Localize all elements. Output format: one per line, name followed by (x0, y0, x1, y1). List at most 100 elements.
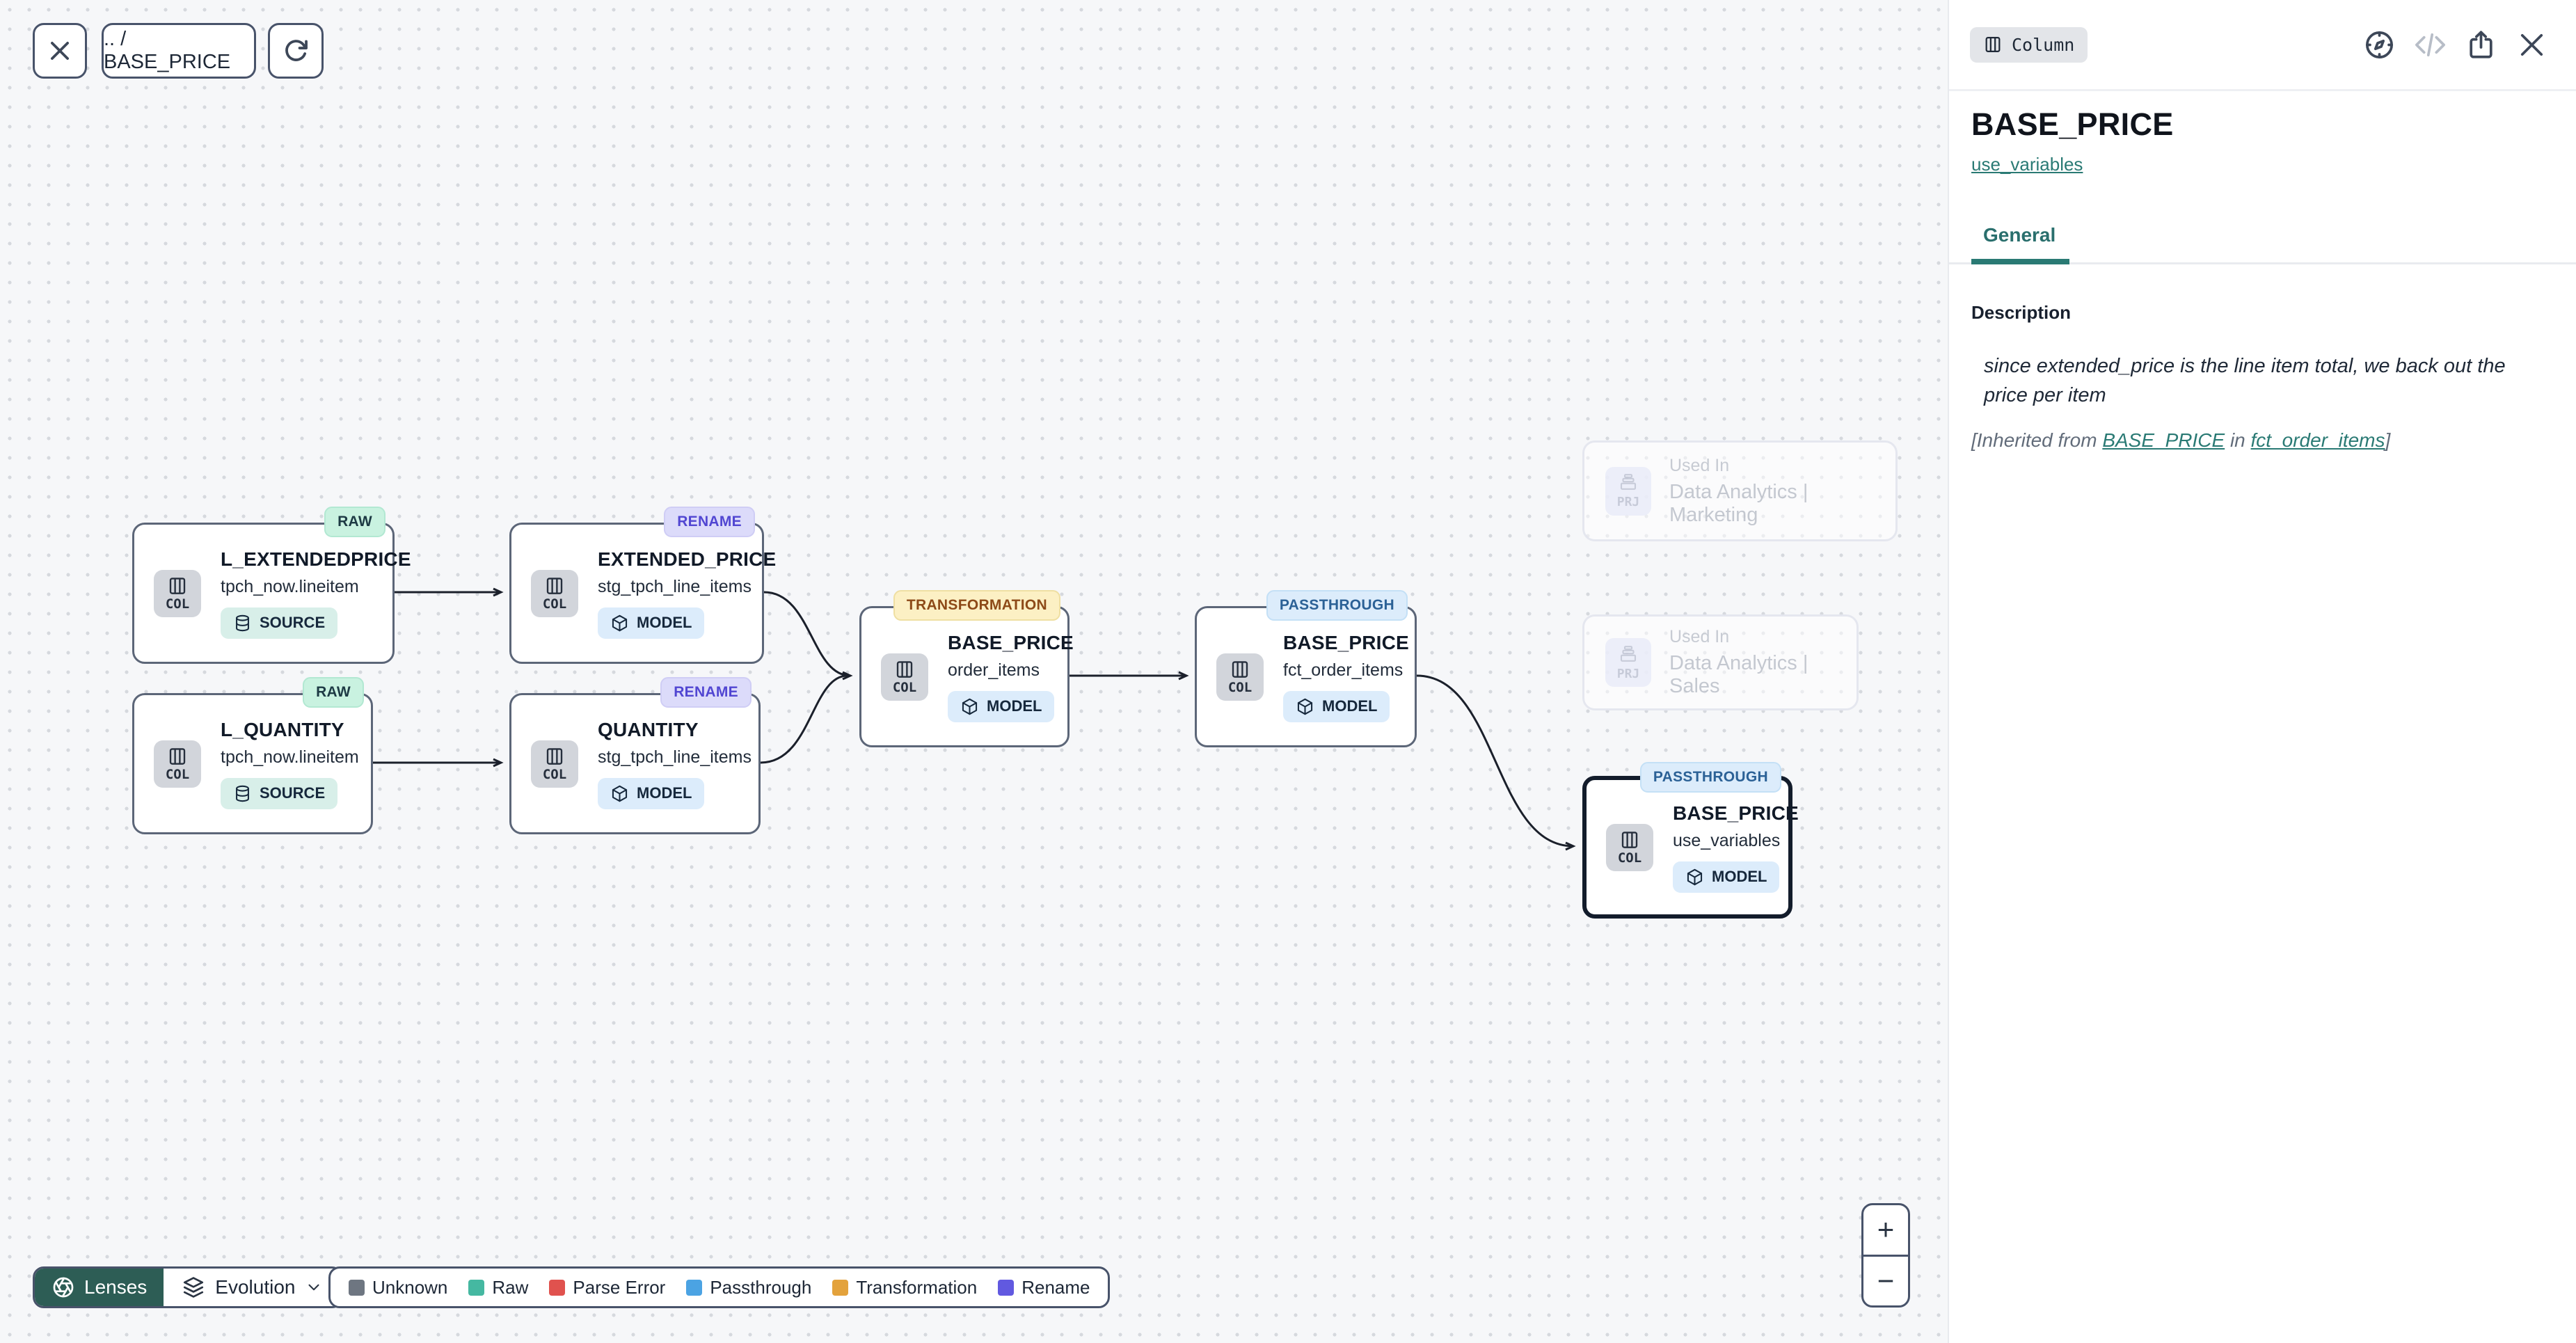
database-icon (236, 614, 249, 631)
zoom-in-button[interactable]: + (1863, 1205, 1908, 1255)
column-kind-box: COL (531, 740, 578, 788)
node-subtitle: fct_order_items (1283, 660, 1404, 680)
node-subtitle: order_items (948, 660, 1040, 680)
inherited-model-link[interactable]: fct_order_items (2250, 429, 2385, 452)
panel-tabs: General (1949, 224, 2576, 264)
chevron-down-icon (308, 1284, 320, 1291)
lineage-node-base-price-fct-order-items[interactable]: PASSTHROUGH COL BASE_PRICE fct_order_ite… (1195, 590, 1417, 747)
explore-lineage-button[interactable] (2363, 29, 2396, 61)
model-link[interactable]: use_variables (1971, 154, 2083, 175)
close-lineage-button[interactable] (33, 23, 87, 79)
layers-icon (184, 1277, 204, 1298)
close-icon (2520, 33, 2543, 56)
columns-icon (546, 748, 563, 765)
legend-swatch (832, 1279, 849, 1296)
columns-icon (1985, 36, 2001, 53)
ghost-label: Used In (1669, 627, 1730, 646)
lineage-node-base-price-order-items[interactable]: TRANSFORMATION COL BASE_PRICE order_item… (859, 590, 1074, 747)
column-kind-box: COL (531, 569, 578, 617)
project-tray-icon (1620, 474, 1637, 490)
legend-item: Passthrough (686, 1277, 811, 1298)
lineage-node-extended-price[interactable]: RENAME COL EXTENDED_PRICE stg_tpch_line_… (509, 507, 776, 664)
node-title: L_QUANTITY (221, 718, 344, 740)
column-detail-panel: Column BASE_PRICE use_variables General … (1948, 0, 2576, 1343)
panel-title: BASE_PRICE (1971, 106, 2174, 142)
description-section: Description since extended_price is the … (1971, 302, 2550, 452)
status-badge: TRANSFORMATION (893, 590, 1060, 621)
node-title: EXTENDED_PRICE (598, 548, 777, 570)
entity-kind-badge: Column (1970, 26, 2088, 63)
node-title: L_EXTENDEDPRICE (221, 548, 411, 570)
column-kind-box: COL (1216, 653, 1264, 701)
columns-icon (546, 578, 563, 594)
breadcrumb[interactable]: .. / BASE_PRICE (102, 23, 256, 79)
node-title: QUANTITY (598, 718, 699, 740)
lineage-node-l-quantity[interactable]: RAW COL L_QUANTITY tpch_now.lineitem SOU… (132, 677, 373, 834)
status-badge: RENAME (660, 677, 752, 708)
status-badge: PASSTHROUGH (1639, 762, 1781, 793)
columns-icon (169, 578, 186, 594)
lens-selector-dropdown[interactable]: Evolution (164, 1269, 342, 1306)
share-icon (2470, 30, 2492, 58)
description-heading: Description (1971, 302, 2072, 323)
description-inherited-note: [Inherited from BASE_PRICE in fct_order_… (1971, 429, 2391, 452)
legend-item: Raw (468, 1277, 528, 1298)
share-button[interactable] (2465, 29, 2497, 61)
node-title: BASE_PRICE (1673, 802, 1799, 824)
column-kind-box: COL (881, 653, 928, 701)
cube-icon (612, 785, 628, 802)
lenses-bar: Lenses Evolution (33, 1266, 344, 1308)
entity-type-badge: MODEL (948, 690, 1055, 722)
entity-type-badge: MODEL (598, 777, 705, 809)
lineage-node-quantity[interactable]: RENAME COL QUANTITY stg_tpch_line_items … (509, 677, 761, 834)
status-badge: RAW (324, 507, 385, 537)
project-kind-box: PRJ (1605, 638, 1651, 687)
cube-icon (1297, 698, 1313, 715)
column-kind-box: COL (1606, 823, 1653, 871)
zoom-out-button[interactable]: − (1863, 1254, 1908, 1306)
inherited-column-link[interactable]: BASE_PRICE (2102, 429, 2225, 452)
node-subtitle: tpch_now.lineitem (221, 747, 359, 767)
refresh-icon (285, 40, 308, 61)
column-kind-box: COL (154, 740, 201, 788)
refresh-button[interactable] (268, 23, 324, 79)
node-subtitle: stg_tpch_line_items (598, 747, 752, 767)
columns-icon (896, 661, 913, 678)
view-code-button[interactable] (2414, 29, 2447, 61)
description-body: since extended_price is the line item to… (1984, 355, 2506, 407)
project-kind-box: PRJ (1605, 466, 1651, 516)
node-title: BASE_PRICE (948, 631, 1074, 653)
legend-item: Rename (998, 1277, 1090, 1298)
close-panel-button[interactable] (2515, 29, 2548, 61)
lens-legend: Unknown Raw Parse Error Passthrough Tran… (328, 1266, 1111, 1308)
cube-icon (612, 614, 628, 631)
legend-item: Transformation (832, 1277, 977, 1298)
cube-icon (1687, 868, 1703, 885)
code-icon (2415, 33, 2445, 56)
node-subtitle: tpch_now.lineitem (221, 576, 359, 596)
legend-swatch (468, 1279, 485, 1296)
node-title: BASE_PRICE (1283, 631, 1409, 653)
lineage-node-base-price-use-variables-selected[interactable]: PASSTHROUGH COL BASE_PRICE use_variables… (1582, 762, 1799, 919)
legend-swatch (349, 1279, 365, 1296)
cube-icon (962, 698, 978, 715)
entity-type-badge: SOURCE (221, 607, 338, 639)
lineage-node-l-extendedprice[interactable]: RAW COL L_EXTENDEDPRICE tpch_now.lineite… (132, 507, 411, 664)
ghost-node-used-in-marketing[interactable]: PRJ Used In Data Analytics | Marketing (1582, 440, 1898, 541)
entity-type-badge: MODEL (598, 607, 705, 639)
tab-general[interactable]: General (1971, 224, 2070, 264)
columns-icon (1232, 661, 1248, 678)
ghost-label: Used In (1669, 455, 1730, 475)
status-badge: RAW (303, 677, 364, 708)
node-subtitle: use_variables (1673, 830, 1781, 850)
status-badge: PASSTHROUGH (1266, 590, 1408, 621)
legend-swatch (549, 1279, 566, 1296)
node-subtitle: stg_tpch_line_items (598, 576, 752, 596)
entity-type-badge: MODEL (1673, 861, 1780, 893)
legend-item: Unknown (349, 1277, 447, 1298)
legend-item: Parse Error (549, 1277, 665, 1298)
ghost-node-used-in-sales[interactable]: PRJ Used In Data Analytics | Sales (1582, 614, 1859, 710)
lenses-button[interactable]: Lenses (35, 1269, 164, 1306)
panel-header: Column (1949, 0, 2576, 91)
